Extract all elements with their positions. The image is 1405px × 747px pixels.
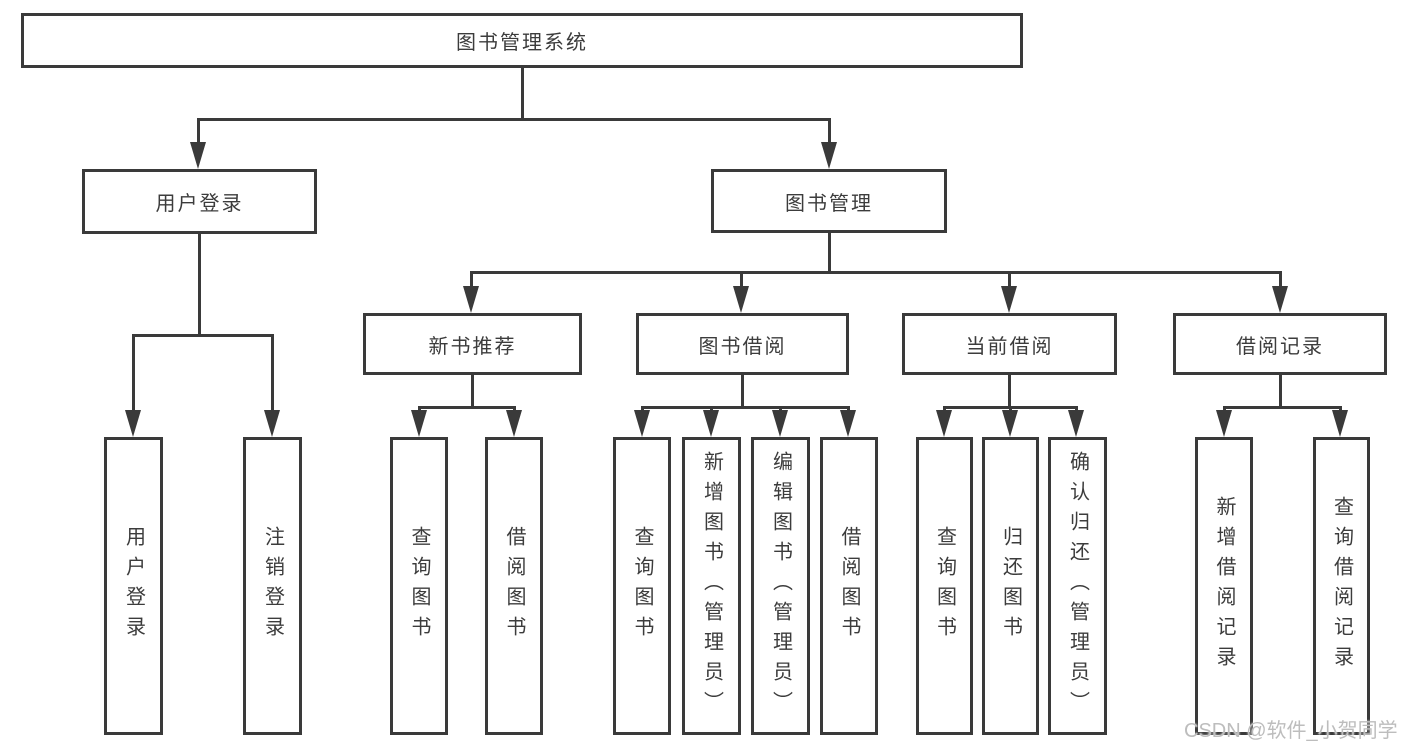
node-borrowing-records: 借阅记录 bbox=[1173, 313, 1387, 375]
node-label: 查询图书 bbox=[631, 526, 653, 646]
arrow-down-icon bbox=[463, 286, 479, 313]
node-label: 注销登录 bbox=[261, 526, 284, 646]
node-label: 图书管理 bbox=[785, 192, 873, 215]
connector-line bbox=[132, 334, 274, 337]
node-label: 查询图书 bbox=[933, 526, 956, 646]
connector-line bbox=[828, 231, 831, 273]
node-label: 新增借阅记录 bbox=[1213, 496, 1235, 676]
connector-line bbox=[1223, 406, 1342, 409]
arrow-down-icon bbox=[264, 410, 280, 437]
arrow-down-icon bbox=[634, 410, 650, 437]
node-label: 新书推荐 bbox=[428, 335, 517, 358]
connector-line bbox=[847, 406, 850, 412]
leaf-query-books-recommend: 查询图书 bbox=[390, 437, 448, 735]
node-label: 新增图书（管理员） bbox=[700, 451, 723, 721]
node-label: 归还图书 bbox=[999, 526, 1022, 646]
arrow-down-icon bbox=[772, 410, 788, 437]
node-label: 用户登录 bbox=[122, 526, 145, 646]
leaf-return-books: 归还图书 bbox=[982, 437, 1039, 735]
connector-line bbox=[943, 406, 946, 412]
arrow-down-icon bbox=[1216, 410, 1232, 437]
leaf-query-borrow-record: 查询借阅记录 bbox=[1313, 437, 1370, 735]
node-label: 借阅图书 bbox=[503, 526, 525, 646]
connector-line bbox=[779, 406, 782, 412]
connector-line bbox=[513, 406, 516, 412]
arrow-down-icon bbox=[733, 286, 749, 313]
connector-line bbox=[418, 406, 421, 412]
node-label: 查询图书 bbox=[408, 526, 430, 646]
connector-line bbox=[197, 118, 200, 144]
arrow-down-icon bbox=[190, 142, 206, 169]
leaf-edit-books-admin: 编辑图书（管理员） bbox=[751, 437, 810, 735]
node-label: 编辑图书（管理员） bbox=[769, 451, 792, 721]
node-label: 图书借阅 bbox=[698, 335, 787, 358]
connector-line bbox=[1009, 406, 1012, 412]
node-book-borrowing: 图书借阅 bbox=[636, 313, 849, 375]
connector-line bbox=[470, 271, 473, 288]
leaf-query-books-current: 查询图书 bbox=[916, 437, 973, 735]
node-label: 借阅记录 bbox=[1236, 335, 1324, 358]
connector-line bbox=[1008, 373, 1011, 408]
node-new-book-recommendation: 新书推荐 bbox=[363, 313, 582, 375]
leaf-confirm-return-admin: 确认归还（管理员） bbox=[1048, 437, 1107, 735]
arrow-down-icon bbox=[506, 410, 522, 437]
node-book-management: 图书管理 bbox=[711, 169, 947, 233]
connector-line bbox=[470, 271, 1282, 274]
connector-line bbox=[641, 406, 850, 409]
node-label: 图书管理系统 bbox=[456, 32, 588, 54]
node-label: 借阅图书 bbox=[838, 526, 860, 646]
connector-line bbox=[471, 373, 474, 408]
csdn-watermark: CSDN @软件_小贺同学 bbox=[1184, 720, 1398, 742]
arrow-down-icon bbox=[821, 142, 837, 169]
node-user-login: 用户登录 bbox=[82, 169, 317, 234]
arrow-down-icon bbox=[1068, 410, 1084, 437]
connector-line bbox=[1008, 271, 1011, 288]
connector-line bbox=[197, 118, 831, 121]
connector-line bbox=[418, 406, 516, 409]
leaf-query-books-borrow: 查询图书 bbox=[613, 437, 671, 735]
connector-line bbox=[1075, 406, 1078, 412]
leaf-logout: 注销登录 bbox=[243, 437, 302, 735]
connector-line bbox=[1339, 406, 1342, 412]
leaf-add-borrow-record: 新增借阅记录 bbox=[1195, 437, 1253, 735]
arrow-down-icon bbox=[936, 410, 952, 437]
arrow-down-icon bbox=[703, 410, 719, 437]
connector-line bbox=[828, 118, 831, 144]
connector-line bbox=[1279, 271, 1282, 288]
arrow-down-icon bbox=[125, 410, 141, 437]
node-label: 查询借阅记录 bbox=[1330, 496, 1353, 676]
node-label: 确认归还（管理员） bbox=[1066, 451, 1089, 721]
node-library-management-system: 图书管理系统 bbox=[21, 13, 1023, 68]
arrow-down-icon bbox=[411, 410, 427, 437]
connector-line bbox=[641, 406, 644, 412]
arrow-down-icon bbox=[1001, 286, 1017, 313]
connector-line bbox=[740, 271, 743, 288]
leaf-borrow-books-recommend: 借阅图书 bbox=[485, 437, 543, 735]
leaf-user-login: 用户登录 bbox=[104, 437, 163, 735]
leaf-add-books-admin: 新增图书（管理员） bbox=[682, 437, 741, 735]
arrow-down-icon bbox=[1002, 410, 1018, 437]
connector-line bbox=[1279, 373, 1282, 408]
arrow-down-icon bbox=[1332, 410, 1348, 437]
arrow-down-icon bbox=[840, 410, 856, 437]
connector-line bbox=[521, 66, 524, 120]
node-label: 用户登录 bbox=[155, 193, 244, 215]
node-label: 当前借阅 bbox=[965, 335, 1054, 358]
connector-line bbox=[132, 334, 135, 412]
connector-line bbox=[710, 406, 713, 412]
arrow-down-icon bbox=[1272, 286, 1288, 313]
leaf-borrow-books: 借阅图书 bbox=[820, 437, 878, 735]
connector-line bbox=[1223, 406, 1226, 412]
node-current-borrowing: 当前借阅 bbox=[902, 313, 1117, 375]
connector-line bbox=[741, 373, 744, 408]
connector-line bbox=[198, 233, 201, 336]
connector-line bbox=[271, 334, 274, 412]
